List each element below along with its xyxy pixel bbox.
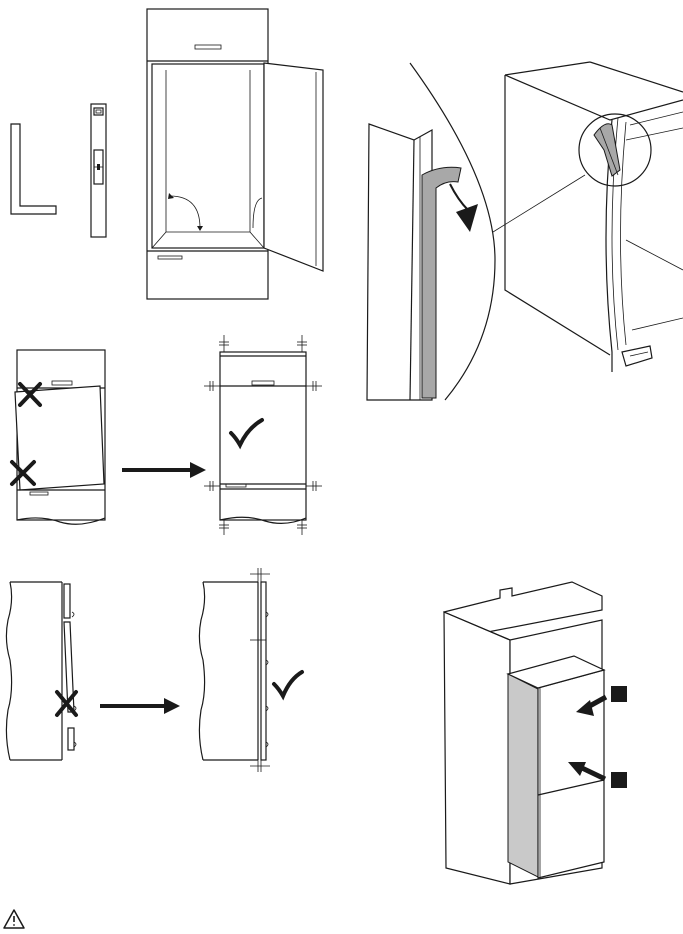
alignment-side-correct [199, 568, 270, 772]
appliance-insertion [444, 582, 604, 884]
appliance-corner-icon [505, 62, 683, 372]
arrow-right-icon [122, 462, 206, 478]
magnifier-circle-icon [579, 114, 651, 186]
square-tool-icon [11, 124, 56, 214]
alignment-front-correct [204, 335, 322, 535]
alignment-front-wrong [15, 350, 105, 524]
arrow-right-icon [100, 698, 180, 714]
alignment-side-wrong [6, 582, 76, 760]
warning-triangle-icon [4, 910, 24, 928]
door-seal-icon [367, 63, 585, 400]
marker-square-icon [611, 686, 627, 788]
cabinet-icon [147, 9, 323, 299]
spirit-level-icon [91, 104, 106, 237]
check-icon [274, 672, 302, 696]
